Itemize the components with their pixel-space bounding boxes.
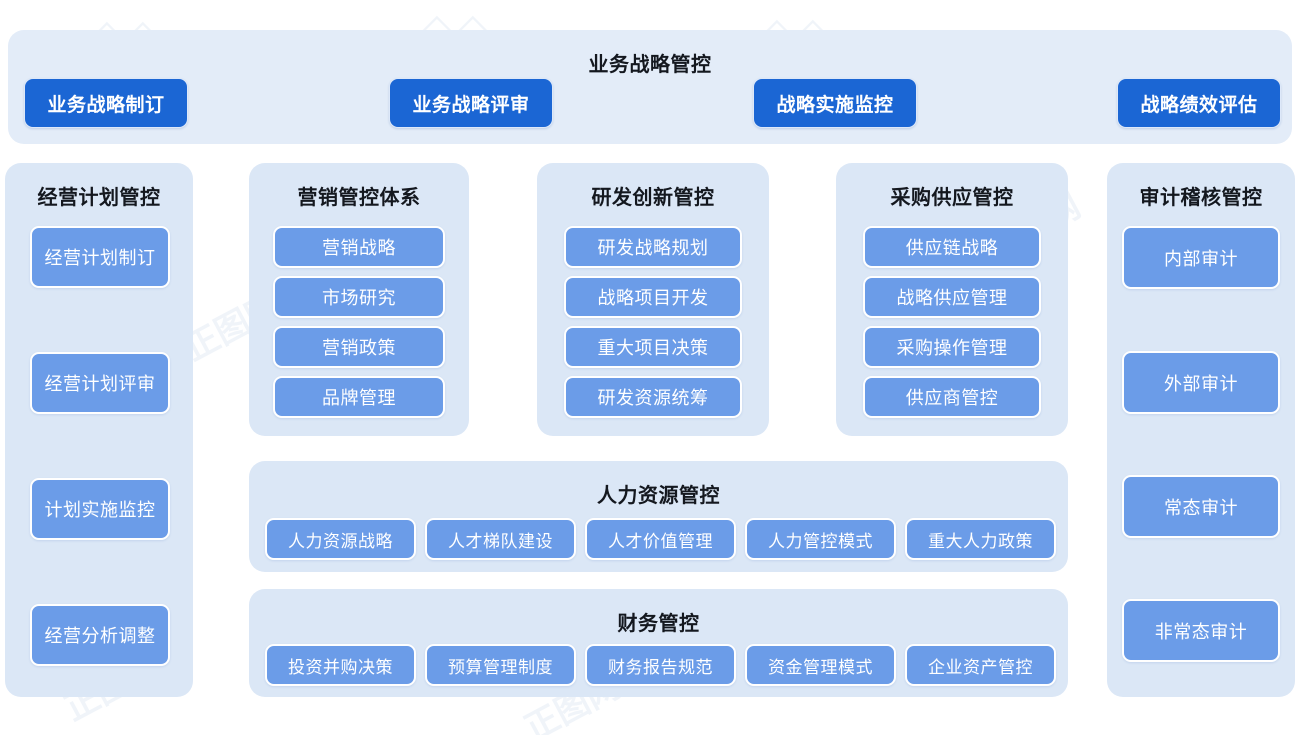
- operating-plan-title: 经营计划管控: [37, 187, 161, 209]
- procurement-item-2[interactable]: 采购操作管理: [863, 326, 1041, 368]
- hr-card-title: 人力资源管控: [597, 485, 720, 507]
- banner-title: 业务战略管控: [588, 54, 712, 76]
- marketing-item-0[interactable]: 营销战略: [273, 226, 445, 268]
- marketing-item-2[interactable]: 营销政策: [273, 326, 445, 368]
- finance-item-1[interactable]: 预算管理制度: [425, 644, 576, 686]
- hr-item-3[interactable]: 人力管控模式: [745, 518, 896, 560]
- procurement-card-title: 采购供应管控: [890, 187, 1014, 209]
- audit-card: 审计稽核管控 内部审计 外部审计 常态审计 非常态审计: [1107, 163, 1295, 697]
- finance-card: 财务管控 投资并购决策 预算管理制度 财务报告规范 资金管理模式 企业资产管控: [249, 589, 1068, 697]
- rnd-item-2[interactable]: 重大项目决策: [564, 326, 742, 368]
- operating-plan-item-1[interactable]: 经营计划评审: [30, 352, 170, 414]
- audit-item-0[interactable]: 内部审计: [1122, 226, 1280, 289]
- audit-item-2[interactable]: 常态审计: [1122, 475, 1280, 538]
- operating-plan-item-0[interactable]: 经营计划制订: [30, 226, 170, 288]
- hr-item-4[interactable]: 重大人力政策: [905, 518, 1056, 560]
- procurement-item-3[interactable]: 供应商管控: [863, 376, 1041, 418]
- hr-item-1[interactable]: 人才梯队建设: [425, 518, 576, 560]
- procurement-card: 采购供应管控 供应链战略 战略供应管理 采购操作管理 供应商管控: [836, 163, 1068, 436]
- finance-item-4[interactable]: 企业资产管控: [905, 644, 1056, 686]
- rnd-item-0[interactable]: 研发战略规划: [564, 226, 742, 268]
- banner-button-0[interactable]: 业务战略制订: [24, 78, 188, 128]
- finance-item-2[interactable]: 财务报告规范: [585, 644, 736, 686]
- operating-plan-card: 经营计划管控 经营计划制订 经营计划评审 计划实施监控 经营分析调整: [5, 163, 193, 697]
- banner-button-2[interactable]: 战略实施监控: [753, 78, 917, 128]
- finance-item-3[interactable]: 资金管理模式: [745, 644, 896, 686]
- banner-button-1[interactable]: 业务战略评审: [389, 78, 553, 128]
- procurement-item-0[interactable]: 供应链战略: [863, 226, 1041, 268]
- finance-item-0[interactable]: 投资并购决策: [265, 644, 416, 686]
- rnd-card-title: 研发创新管控: [591, 187, 715, 209]
- rnd-item-1[interactable]: 战略项目开发: [564, 276, 742, 318]
- business-strategy-banner: 业务战略管控 业务战略制订 业务战略评审 战略实施监控 战略绩效评估: [8, 30, 1292, 144]
- hr-item-2[interactable]: 人才价值管理: [585, 518, 736, 560]
- audit-item-3[interactable]: 非常态审计: [1122, 599, 1280, 662]
- audit-item-1[interactable]: 外部审计: [1122, 351, 1280, 414]
- finance-card-title: 财务管控: [617, 613, 700, 635]
- hr-item-0[interactable]: 人力资源战略: [265, 518, 416, 560]
- banner-button-3[interactable]: 战略绩效评估: [1117, 78, 1281, 128]
- marketing-card-title: 营销管控体系: [297, 187, 421, 209]
- rnd-card: 研发创新管控 研发战略规划 战略项目开发 重大项目决策 研发资源统筹: [537, 163, 769, 436]
- marketing-card: 营销管控体系 营销战略 市场研究 营销政策 品牌管理: [249, 163, 469, 436]
- operating-plan-item-2[interactable]: 计划实施监控: [30, 478, 170, 540]
- operating-plan-item-3[interactable]: 经营分析调整: [30, 604, 170, 666]
- rnd-item-3[interactable]: 研发资源统筹: [564, 376, 742, 418]
- hr-card: 人力资源管控 人力资源战略 人才梯队建设 人才价值管理 人力管控模式 重大人力政…: [249, 461, 1068, 572]
- audit-card-title: 审计稽核管控: [1139, 187, 1263, 209]
- marketing-item-1[interactable]: 市场研究: [273, 276, 445, 318]
- procurement-item-1[interactable]: 战略供应管理: [863, 276, 1041, 318]
- marketing-item-3[interactable]: 品牌管理: [273, 376, 445, 418]
